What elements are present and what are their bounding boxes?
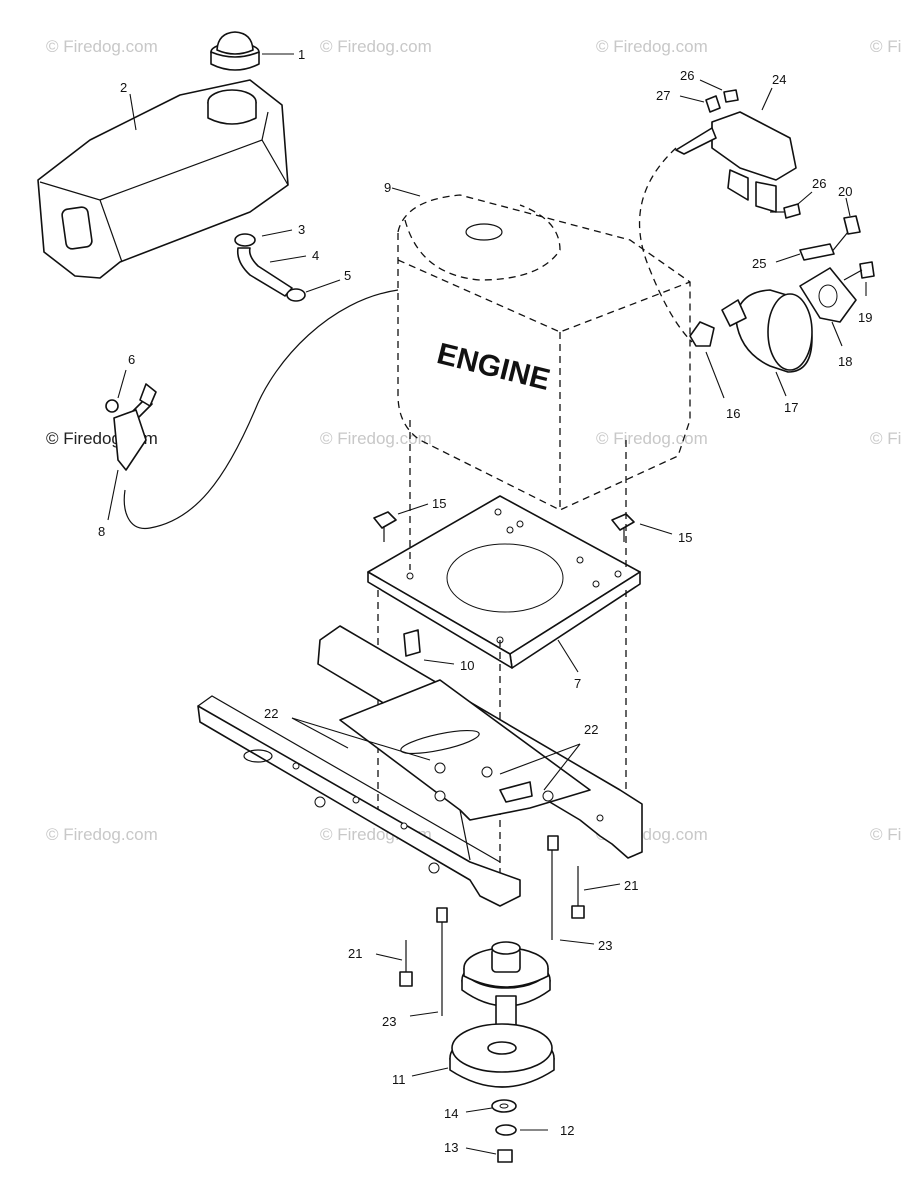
callout-1: 1 [298,47,305,62]
callout-10: 10 [460,658,474,673]
callout-21-right: 21 [624,878,638,893]
fuel-line [123,289,399,530]
fuel-tank [37,79,289,279]
engine-mount-plate [367,495,641,673]
fuel-cap [210,31,294,71]
watermark: © Fi [870,429,901,448]
guide-arc [638,147,693,343]
callout-15-right: 15 [678,530,692,545]
watermark: © Firedog.com [46,37,158,56]
watermark: © Firedog.com [596,37,708,56]
callout-23-right: 23 [598,938,612,953]
callout-22-left: 22 [264,706,278,721]
callout-26-right: 26 [812,176,826,191]
callouts: 1 2 3 4 5 6 7 8 9 10 11 12 13 14 15 15 1… [98,47,872,1155]
heat-shield [675,87,797,213]
callout-11: 11 [392,1072,406,1087]
watermark: © Firedog.com [320,429,432,448]
callout-19: 19 [858,310,872,325]
callout-21-left: 21 [348,946,362,961]
spacer [403,629,455,665]
callout-15-left: 15 [432,496,446,511]
callout-6: 6 [128,352,135,367]
watermark: © Firedog.com [596,429,708,448]
pulley-fasteners [465,1099,548,1163]
callout-16: 16 [726,406,740,421]
watermark: © Fi [870,825,901,844]
engine-label: ENGINE [434,337,554,397]
callout-18: 18 [838,354,852,369]
callout-2: 2 [120,80,127,95]
mounting-hardware [375,835,621,1017]
callout-27: 27 [656,88,670,103]
callout-4: 4 [312,248,319,263]
exhaust-gasket [689,321,725,399]
callout-23-left: 23 [382,1014,396,1029]
callout-8: 8 [98,524,105,539]
muffler-gasket [799,267,857,347]
muffler-stud [775,197,861,263]
shutoff-valve [105,369,157,521]
watermark: © Firedog.com [320,37,432,56]
watermark: © Fi [870,37,901,56]
fuel-hose-assembly [234,229,341,302]
callout-26-top: 26 [680,68,694,83]
muffler-bolt [843,261,875,296]
callout-5: 5 [344,268,351,283]
chassis-frame [197,625,643,907]
watermark: © Firedog.com [46,825,158,844]
nut-leaders [291,717,581,791]
callout-3: 3 [298,222,305,237]
engine-mount-bolts [373,503,673,542]
callout-17: 17 [784,400,798,415]
callout-13: 13 [444,1140,458,1155]
callout-9: 9 [384,180,391,195]
callout-22-right: 22 [584,722,598,737]
callout-20: 20 [838,184,852,199]
callout-25: 25 [752,256,766,271]
callout-24: 24 [772,72,786,87]
callout-14: 14 [444,1106,458,1121]
callout-12: 12 [560,1123,574,1138]
muffler [721,289,813,397]
pulley-assembly [411,941,555,1088]
engine: ENGINE [391,187,691,511]
heat-shield-bolts [679,79,813,219]
callout-7: 7 [574,676,581,691]
